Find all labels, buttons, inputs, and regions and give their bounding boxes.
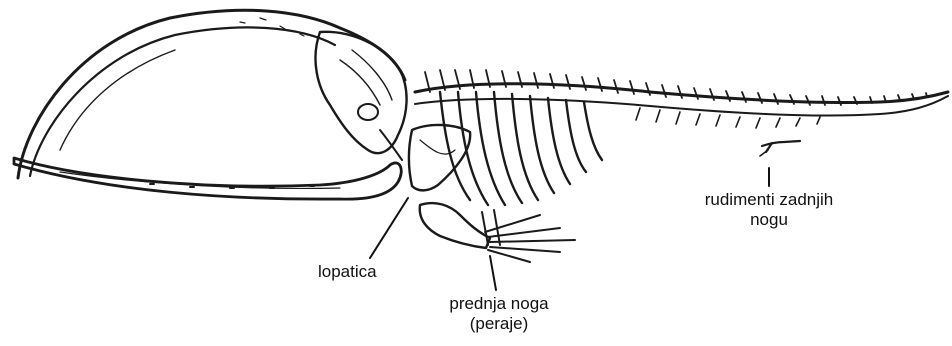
forelimb-flipper bbox=[420, 203, 575, 262]
label-hindlimb-line1: rudimenti zadnjih bbox=[684, 190, 854, 210]
cranium bbox=[315, 32, 406, 160]
lower-jaw bbox=[14, 158, 401, 199]
leader-line-forelimb bbox=[490, 256, 496, 290]
label-scapula-text: lopatica bbox=[318, 262, 377, 281]
rudimentary-hindlimb bbox=[760, 141, 800, 156]
label-hindlimb-line2: nogu bbox=[684, 210, 854, 230]
label-hindlimb: rudimenti zadnjih nogu bbox=[684, 190, 854, 230]
label-scapula: lopatica bbox=[318, 262, 377, 282]
label-forelimb: prednja noga (peraje) bbox=[428, 294, 570, 334]
label-forelimb-line1: prednja noga bbox=[428, 294, 570, 314]
leader-line-scapula bbox=[370, 198, 408, 258]
rib-cage bbox=[440, 92, 602, 205]
scapula bbox=[409, 125, 470, 190]
vertebral-column bbox=[415, 70, 948, 128]
label-forelimb-line2: (peraje) bbox=[428, 314, 570, 334]
